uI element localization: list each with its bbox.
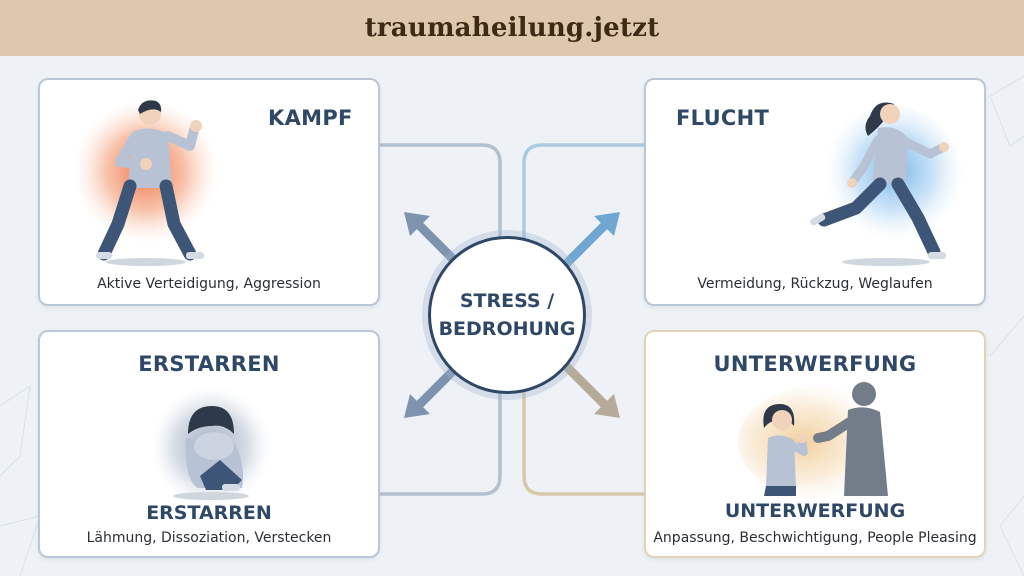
pleading-person-icon [763, 404, 808, 496]
arrow-icon [557, 212, 620, 273]
card-description: Vermeidung, Rückzug, Weglaufen [697, 276, 933, 292]
center-label-line1: STRESS / [459, 290, 555, 312]
background-network-lines [0, 75, 1024, 576]
card-title: UNTERWERFUNG [713, 352, 917, 376]
center-label-line2: BEDROHUNG [438, 318, 576, 340]
crouching-person-icon [151, 384, 271, 504]
card-erstarren: ERSTARREN ERSTARREN Lähmung, Dissoziatio… [38, 330, 380, 558]
card-subtitle: UNTERWERFUNG [724, 500, 906, 522]
header-bar: traumaheilung.jetzt [0, 0, 1024, 56]
card-title: ERSTARREN [138, 352, 280, 376]
card-description: Anpassung, Beschwichtigung, People Pleas… [653, 530, 977, 546]
card-flucht: FLUCHT Vermeidung, Rückzug, Weglaufen [644, 78, 986, 306]
center-stress-circle: STRESS / BEDROHUNG [428, 236, 586, 394]
card-kampf: KAMPF Aktive Verteidigung, Aggression [38, 78, 380, 306]
fighting-person-icon [74, 100, 218, 266]
card-unterwerfung: UNTERWERFUNG UNTERWERFUNG Anpassung, Bes… [644, 330, 986, 558]
arrow-icon [557, 357, 620, 418]
site-brand: traumaheilung.jetzt [364, 13, 660, 43]
card-title: KAMPF [268, 106, 353, 130]
card-title: FLUCHT [676, 106, 770, 130]
card-description: Aktive Verteidigung, Aggression [97, 276, 321, 292]
card-description: Lähmung, Dissoziation, Verstecken [86, 530, 332, 546]
running-person-icon [810, 102, 962, 266]
card-subtitle: ERSTARREN [146, 502, 272, 524]
